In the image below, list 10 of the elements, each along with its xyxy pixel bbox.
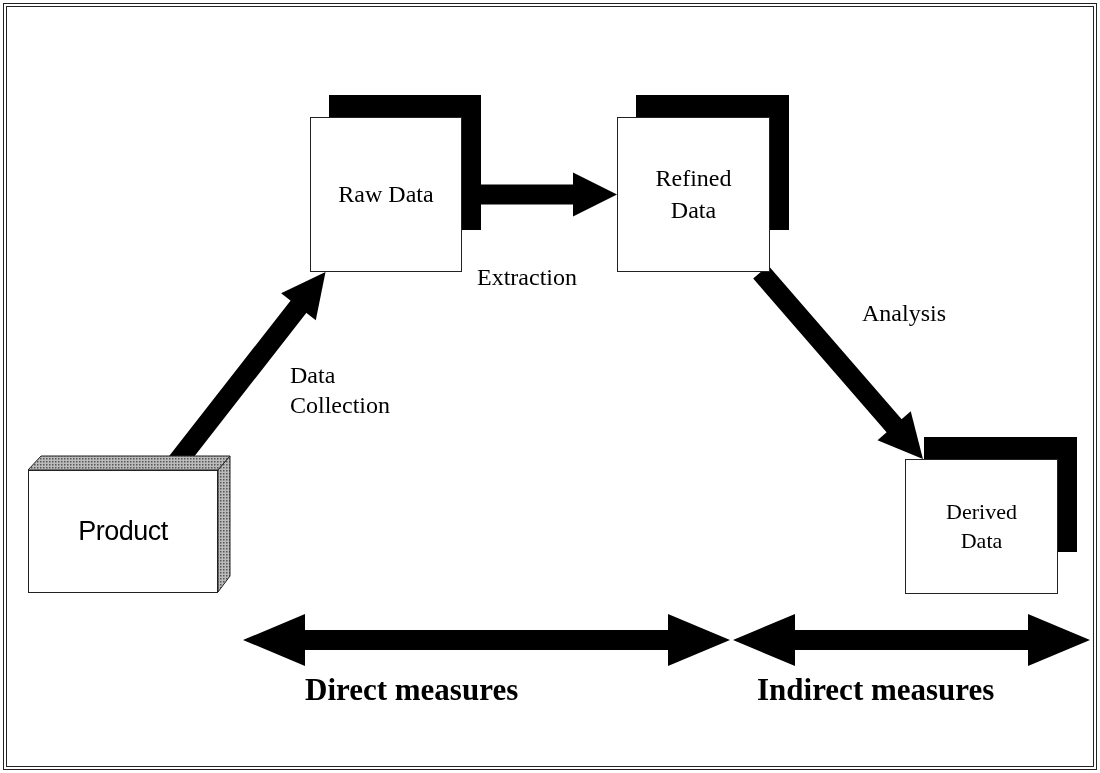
document-card [617,117,770,272]
document-card [905,459,1058,594]
node-text: Derived Data [945,497,1018,555]
node-text: Product [78,514,168,548]
measure-label: Indirect measures [757,672,995,708]
product-box [28,470,218,593]
document-card [310,117,462,272]
node-text: Raw Data [338,179,434,209]
measure-label: Direct measures [305,672,519,708]
node-text: Refined Data [654,164,733,225]
